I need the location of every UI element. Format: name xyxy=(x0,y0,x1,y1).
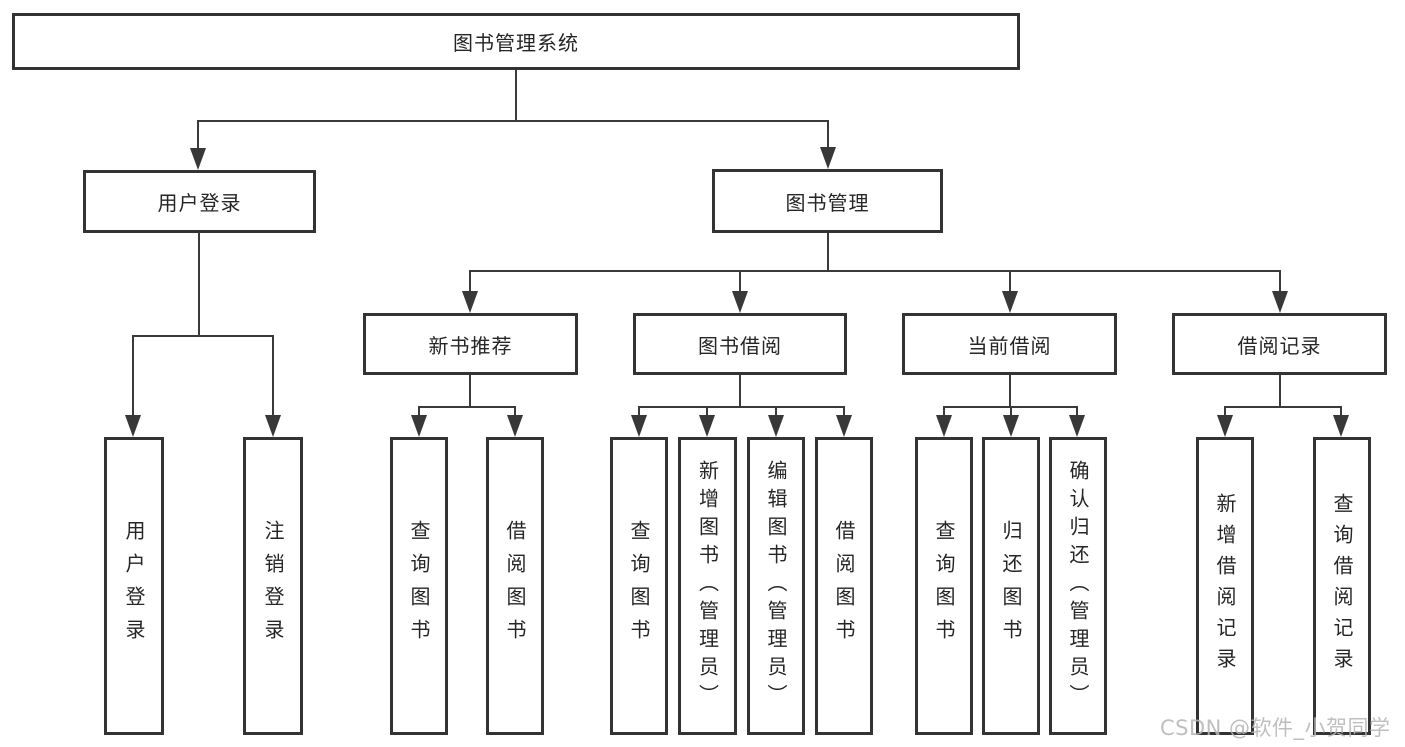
arrow-down-icon xyxy=(190,148,206,170)
leaf-confirm-return-admin: 确认归还（管理员） xyxy=(1049,437,1107,735)
connector-line xyxy=(706,406,708,417)
connector-line xyxy=(132,335,134,417)
connector-line xyxy=(197,120,199,150)
leaf-edit-book-admin-label: 编辑图书（管理员） xyxy=(764,460,788,712)
leaf-add-book-admin: 新增图书（管理员） xyxy=(678,437,737,735)
arrow-down-icon xyxy=(1003,415,1019,437)
node-new-book-recommend: 新书推荐 xyxy=(363,313,578,375)
connector-line xyxy=(739,375,741,406)
leaf-add-borrow-record: 新增借阅记录 xyxy=(1196,437,1254,735)
node-borrowing-records: 借阅记录 xyxy=(1172,313,1387,375)
leaf-confirm-return-admin-label: 确认归还（管理员） xyxy=(1066,460,1090,712)
leaf-borrow-books-recommend: 借阅图书 xyxy=(486,437,544,735)
arrow-down-icon xyxy=(1217,415,1233,437)
node-book-borrowing: 图书借阅 xyxy=(633,313,847,375)
arrow-down-icon xyxy=(768,415,784,437)
connector-line xyxy=(1009,270,1011,292)
arrow-down-icon xyxy=(507,415,523,437)
connector-line xyxy=(515,70,517,120)
arrow-down-icon xyxy=(1272,291,1288,313)
connector-line xyxy=(418,406,420,417)
leaf-add-book-admin-label: 新增图书（管理员） xyxy=(695,460,720,712)
connector-line xyxy=(132,335,274,337)
leaf-query-books-recommend: 查询图书 xyxy=(390,437,448,735)
leaf-return-book: 归还图书 xyxy=(982,437,1040,735)
connector-line xyxy=(1279,375,1281,406)
connector-line xyxy=(1224,406,1226,417)
arrow-down-icon xyxy=(936,415,952,437)
connector-line xyxy=(1279,270,1281,292)
node-root-label: 图书管理系统 xyxy=(453,31,579,55)
leaf-query-borrow-record-label: 查询借阅记录 xyxy=(1330,493,1354,679)
leaf-query-books-current-label: 查询图书 xyxy=(932,520,956,652)
node-root: 图书管理系统 xyxy=(12,13,1020,70)
leaf-query-books-borrowing-label: 查询图书 xyxy=(627,520,651,652)
leaf-logout-label: 注销登录 xyxy=(261,520,285,652)
arrow-down-icon xyxy=(1002,291,1018,313)
leaf-user-login: 用户登录 xyxy=(104,437,164,735)
arrow-down-icon xyxy=(631,415,647,437)
leaf-logout: 注销登录 xyxy=(243,437,303,735)
connector-line xyxy=(775,406,777,417)
node-current-borrowing-label: 当前借阅 xyxy=(967,333,1052,358)
node-current-borrowing: 当前借阅 xyxy=(902,313,1117,375)
leaf-user-login-label: 用户登录 xyxy=(122,520,146,652)
connector-line xyxy=(198,233,200,335)
arrow-down-icon xyxy=(411,415,427,437)
node-book-management-label: 图书管理 xyxy=(785,190,870,215)
arrow-down-icon xyxy=(732,291,748,313)
connector-line xyxy=(514,406,516,417)
leaf-return-book-label: 归还图书 xyxy=(999,520,1023,652)
arrow-down-icon xyxy=(265,415,281,437)
arrow-down-icon xyxy=(836,415,852,437)
leaf-query-books-borrowing: 查询图书 xyxy=(610,437,668,735)
connector-line xyxy=(272,335,274,417)
leaf-add-borrow-record-label: 新增借阅记录 xyxy=(1213,493,1237,679)
connector-line xyxy=(1009,375,1011,406)
connector-line xyxy=(469,375,471,406)
node-new-book-recommend-label: 新书推荐 xyxy=(428,333,513,358)
connector-line xyxy=(638,406,845,408)
leaf-query-books-recommend-label: 查询图书 xyxy=(407,520,431,652)
connector-line xyxy=(418,406,516,408)
leaf-borrow-books-recommend-label: 借阅图书 xyxy=(503,520,527,652)
connector-line xyxy=(1340,406,1342,417)
node-book-management: 图书管理 xyxy=(712,169,943,233)
connector-line xyxy=(1010,406,1012,417)
node-book-borrowing-label: 图书借阅 xyxy=(698,333,782,358)
leaf-borrow-books-borrowing-label: 借阅图书 xyxy=(832,520,856,652)
arrow-down-icon xyxy=(699,415,715,437)
node-user-login: 用户登录 xyxy=(83,170,316,233)
connector-line xyxy=(1076,406,1078,417)
arrow-down-icon xyxy=(462,291,478,313)
node-borrowing-records-label: 借阅记录 xyxy=(1237,333,1322,358)
connector-line xyxy=(469,270,471,292)
leaf-edit-book-admin: 编辑图书（管理员） xyxy=(747,437,805,735)
connector-line xyxy=(469,270,1281,272)
node-user-login-label: 用户登录 xyxy=(157,191,242,215)
leaf-query-books-current: 查询图书 xyxy=(915,437,973,735)
connector-line xyxy=(1224,406,1342,408)
watermark: CSDN @软件_小贺同学 xyxy=(1160,716,1391,740)
leaf-query-borrow-record: 查询借阅记录 xyxy=(1313,437,1371,735)
connector-line xyxy=(739,270,741,292)
leaf-borrow-books-borrowing: 借阅图书 xyxy=(815,437,873,735)
connector-line xyxy=(827,233,829,270)
arrow-down-icon xyxy=(1333,415,1349,437)
arrow-down-icon xyxy=(125,415,141,437)
connector-line xyxy=(827,120,829,150)
arrow-down-icon xyxy=(1069,415,1085,437)
arrow-down-icon xyxy=(820,147,836,169)
connector-line xyxy=(197,120,829,122)
connector-line xyxy=(943,406,945,417)
connector-line xyxy=(843,406,845,417)
connector-line xyxy=(638,406,640,417)
